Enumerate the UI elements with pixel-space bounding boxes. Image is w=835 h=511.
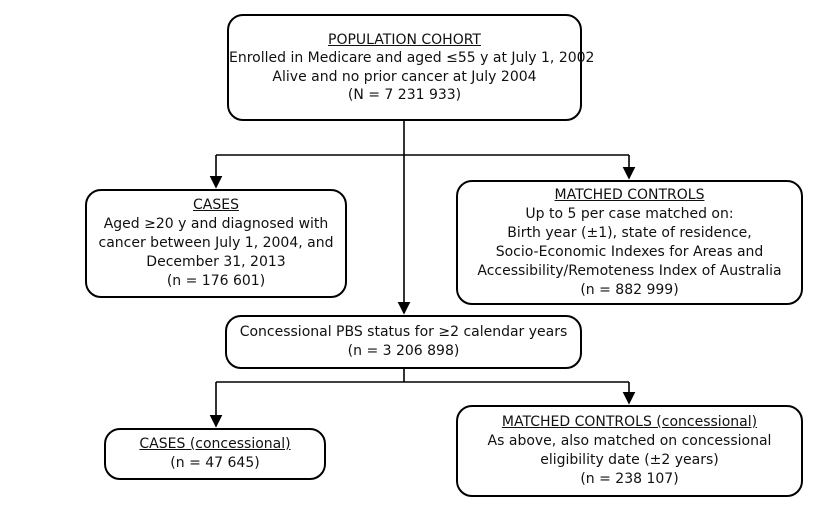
population-cohort-line-2: Alive and no prior cancer at July 2004 [272, 68, 537, 85]
matched-controls-line-3: Socio-Economic Indexes for Areas and [495, 243, 764, 260]
cases-line-2: cancer between July 1, 2004, and [98, 235, 334, 251]
matched-controls-line-4: Accessibility/Remoteness Index of Austra… [477, 262, 782, 279]
matched-controls-count: (n = 882 999) [580, 281, 679, 298]
matched-controls-title: MATCHED CONTROLS [554, 186, 705, 203]
matched-controls-concessional-line-1: As above, also matched on concessional [487, 433, 772, 449]
cases-concessional-count: (n = 47 645) [170, 455, 260, 471]
cases-title: CASES [193, 197, 239, 213]
matched-controls-concessional-box: MATCHED CONTROLS (concessional) As above… [456, 405, 803, 497]
population-cohort-title: POPULATION COHORT [328, 31, 481, 48]
matched-controls-line-2: Birth year (±1), state of residence, [507, 224, 752, 241]
population-cohort-box: POPULATION COHORT Enrolled in Medicare a… [227, 14, 595, 121]
cases-concessional-box: CASES (concessional) (n = 47 645) [104, 428, 326, 480]
population-cohort-line-1: Enrolled in Medicare and aged ≤55 y at J… [229, 50, 595, 66]
cases-line-3: December 31, 2013 [146, 254, 286, 270]
cases-concessional-title: CASES (concessional) [139, 436, 291, 452]
population-cohort-count: (N = 7 231 933) [347, 87, 462, 103]
matched-controls-concessional-line-2: eligibility date (±2 years) [540, 452, 719, 468]
matched-controls-concessional-title: MATCHED CONTROLS (concessional) [501, 414, 758, 430]
cases-line-1: Aged ≥20 y and diagnosed with [103, 216, 329, 232]
concessional-pbs-line-1: Concessional PBS status for ≥2 calendar … [239, 324, 568, 340]
cases-box: CASES Aged ≥20 y and diagnosed with canc… [85, 189, 347, 298]
matched-controls-line-1: Up to 5 per case matched on: [525, 205, 734, 222]
matched-controls-box: MATCHED CONTROLS Up to 5 per case matche… [456, 180, 803, 305]
cases-count: (n = 176 601) [166, 273, 266, 289]
matched-controls-concessional-count: (n = 238 107) [580, 471, 679, 487]
concessional-pbs-box: Concessional PBS status for ≥2 calendar … [225, 315, 582, 369]
concessional-pbs-count: (n = 3 206 898) [347, 343, 460, 359]
